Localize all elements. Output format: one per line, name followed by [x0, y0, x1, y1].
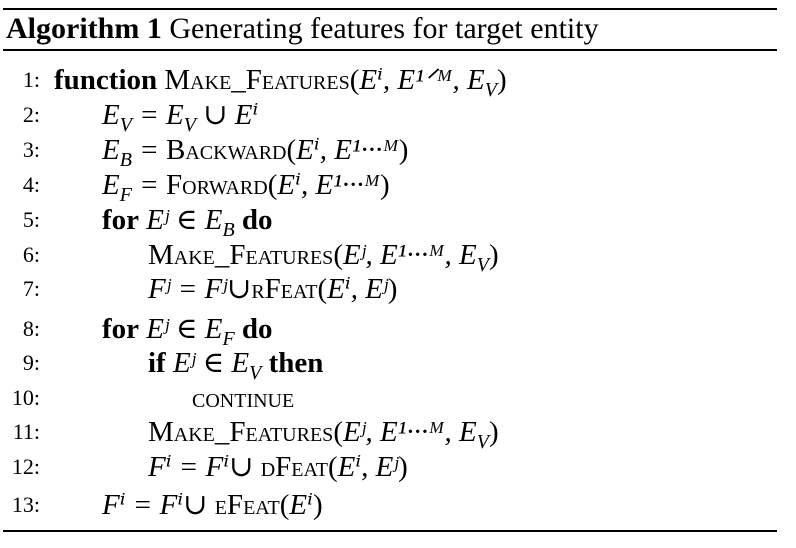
line-code: continue — [192, 380, 294, 416]
line-code: if Eʲ ∈ EV then — [148, 345, 323, 391]
code-text — [235, 313, 242, 345]
subscript: V — [119, 113, 132, 136]
line-code: Make_Features(Eʲ, E¹···ᴹ, EV) — [148, 237, 499, 283]
line-code: EB = Backward(Eⁱ, E¹···ᴹ) — [102, 132, 408, 178]
top-rule — [3, 8, 777, 10]
line-code: Fⁱ = Fⁱ∪ eFeat(Eⁱ) — [102, 487, 323, 523]
keyword: then — [268, 347, 324, 379]
subscript: V — [249, 361, 262, 384]
procedure-name: Make_Features — [148, 239, 334, 271]
math-expression: E — [102, 99, 120, 131]
algorithm-title: Generating features for target entity — [169, 12, 599, 45]
code-text: ) — [489, 239, 499, 271]
math-expression: = — [131, 134, 167, 166]
subscript: V — [476, 430, 489, 453]
math-expression: Eⁱ, E¹ᐟᴹ, E — [359, 64, 485, 96]
code-text: ( — [333, 416, 343, 448]
keyword: for — [102, 313, 140, 345]
bottom-rule — [3, 530, 777, 532]
math-expression: = — [131, 169, 167, 201]
subscript: B — [119, 148, 132, 171]
line-number: 6: — [22, 242, 40, 267]
keyword: if — [148, 347, 166, 379]
keyword: do — [241, 204, 273, 236]
code-text: ( — [327, 451, 338, 483]
line-number: 9: — [22, 350, 40, 375]
keyword: for — [102, 204, 140, 236]
math-expression: Eʲ ∈ E — [139, 204, 223, 236]
line-code: Fⁱ = Fⁱ∪ dFeat(Eⁱ, Eʲ) — [148, 449, 408, 485]
procedure-name: Make_Features — [164, 64, 350, 96]
line-number: 8: — [22, 316, 40, 341]
code-text — [235, 204, 242, 236]
code-text: ( — [333, 239, 343, 271]
math-expression: Eⁱ, E¹···ᴹ — [277, 169, 381, 201]
line-number: 1: — [22, 67, 40, 92]
code-text: ( — [267, 169, 278, 201]
header-rule — [3, 49, 777, 51]
subscript: V — [183, 113, 196, 136]
algorithm-caption: Algorithm 1 Generating features for targ… — [6, 11, 599, 47]
line-number: 11: — [12, 419, 40, 444]
math-expression: Eⁱ — [289, 489, 313, 521]
line-code: for Eʲ ∈ EF do — [102, 311, 273, 357]
procedure-name: continue — [192, 382, 295, 414]
math-expression: Eʲ, E¹···ᴹ, E — [342, 416, 477, 448]
math-expression: Eʲ ∈ E — [165, 347, 250, 379]
math-expression: E — [102, 134, 120, 166]
line-code: EF = Forward(Eⁱ, E¹···ᴹ) — [102, 167, 390, 213]
procedure-name: eFeat — [214, 489, 280, 521]
subscript: B — [222, 218, 235, 241]
subscript: V — [476, 253, 489, 276]
math-expression: Fʲ = Fʲ∪ — [148, 273, 252, 305]
line-number: 12: — [11, 454, 40, 479]
procedure-name: Forward — [166, 169, 268, 201]
code-text: ) — [312, 489, 323, 521]
algorithm-number: Algorithm 1 — [6, 12, 162, 45]
math-expression: Fⁱ = Fⁱ∪ — [102, 489, 215, 521]
code-text: ) — [387, 273, 398, 305]
procedure-name: Make_Features — [148, 416, 334, 448]
keyword: function — [54, 64, 158, 96]
math-expression: = E — [131, 99, 184, 131]
code-text: ( — [286, 134, 297, 166]
line-number: 7: — [22, 276, 40, 301]
subscript: F — [222, 327, 235, 350]
math-expression: Eʲ, E¹···ᴹ, E — [342, 239, 477, 271]
line-number: 4: — [22, 172, 40, 197]
code-text: ( — [317, 273, 328, 305]
code-text: ) — [398, 134, 409, 166]
line-code: for Eʲ ∈ EB do — [102, 202, 273, 248]
code-text — [261, 347, 268, 379]
code-text: ) — [398, 451, 408, 483]
procedure-name: dFeat — [260, 451, 328, 483]
code-text: ) — [489, 416, 499, 448]
math-expression: E — [102, 169, 120, 201]
line-code: Make_Features(Eʲ, E¹···ᴹ, EV) — [148, 414, 499, 460]
code-text: ) — [496, 64, 507, 96]
keyword: do — [241, 313, 273, 345]
subscript: F — [119, 183, 132, 206]
math-expression: ∪ Eⁱ — [195, 99, 259, 131]
line-code: function Make_Features(Eⁱ, E¹ᐟᴹ, EV) — [54, 62, 507, 108]
line-code: Fʲ = Fʲ∪rFeat(Eⁱ, Eʲ) — [148, 271, 397, 307]
math-expression: Eⁱ, Eʲ — [337, 451, 399, 483]
math-expression: Eⁱ, E¹···ᴹ — [296, 134, 399, 166]
code-text: ) — [380, 169, 390, 201]
line-number: 5: — [22, 207, 40, 232]
procedure-name: rFeat — [251, 273, 318, 305]
line-number: 3: — [22, 137, 40, 162]
code-text: ( — [349, 64, 360, 96]
line-number: 2: — [22, 102, 40, 127]
subscript: V — [484, 78, 497, 101]
line-number: 10: — [11, 385, 40, 410]
math-expression: Eⁱ, Eʲ — [327, 273, 388, 305]
code-text: ( — [279, 489, 290, 521]
math-expression: Fⁱ = Fⁱ∪ — [148, 451, 261, 483]
procedure-name: Backward — [166, 134, 287, 166]
line-code: EV = EV ∪ Eⁱ — [102, 97, 258, 143]
math-expression: Eʲ ∈ E — [139, 313, 223, 345]
line-number: 13: — [11, 492, 40, 517]
